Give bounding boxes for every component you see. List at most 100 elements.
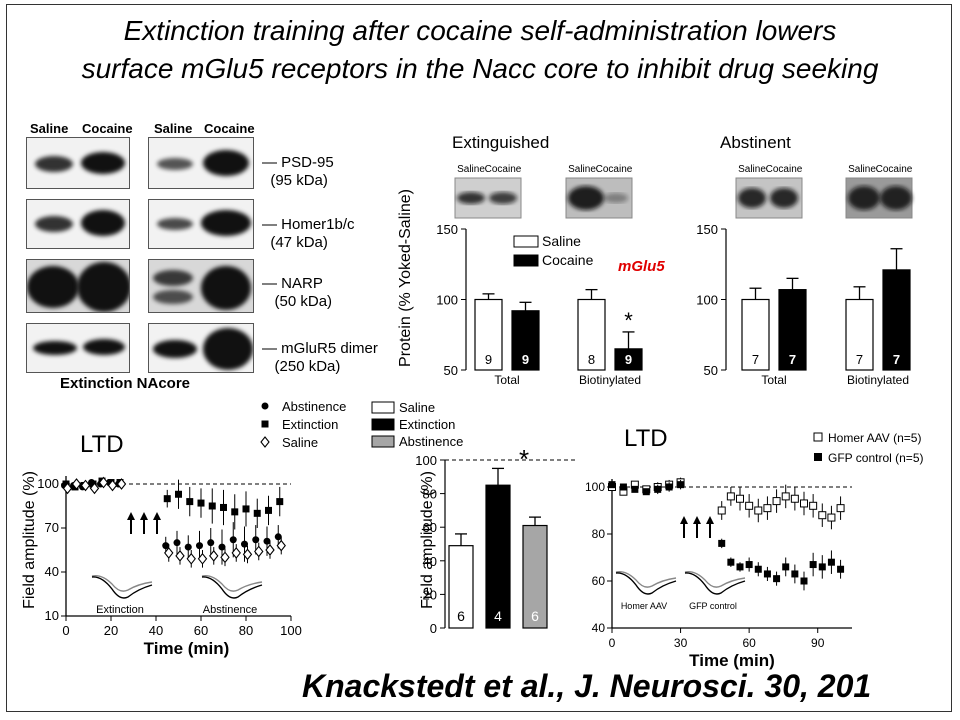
stim-arrow-head	[693, 516, 701, 524]
inset-label: Extinction	[96, 604, 144, 616]
protein-label-homer: — Homer1b/c (47 kDa)	[262, 216, 355, 251]
point-2	[71, 478, 82, 490]
blot-cocaine-label: Cocaine	[876, 164, 913, 175]
point-0	[836, 504, 845, 513]
blot-band	[880, 186, 912, 210]
point-1	[631, 485, 639, 493]
y-tick-label: 60	[592, 574, 606, 588]
point-1	[163, 495, 171, 503]
x-category-label: Biotinylated	[847, 373, 909, 387]
point-1	[791, 570, 799, 578]
stim-arrow-head	[680, 516, 688, 524]
blot-mglur5-left	[26, 323, 130, 373]
citation: Knackstedt et al., J. Neurosci. 30, 201	[302, 668, 872, 704]
point-0	[736, 494, 744, 503]
point-1	[727, 558, 735, 566]
legend-label-homer: Homer AAV (n=5)	[828, 431, 921, 445]
point-1	[818, 563, 826, 571]
blot-psd95-right	[148, 137, 254, 189]
point-2	[265, 544, 275, 556]
significance-star: *	[519, 444, 529, 474]
y-tick-label: 80	[592, 527, 606, 541]
bar-cocaine	[511, 310, 540, 371]
chart-title: Abstinent	[720, 133, 791, 152]
point-0	[809, 501, 818, 510]
point-0	[207, 539, 215, 547]
blot-left-saline-label: Saline	[30, 121, 69, 136]
significance-star: *	[624, 308, 633, 333]
x-axis-label: Time (min)	[689, 651, 775, 670]
point-0	[781, 492, 790, 501]
point-0	[827, 513, 836, 522]
point-1	[800, 577, 808, 585]
point-0	[726, 492, 735, 501]
point-1	[220, 503, 227, 511]
legend-marker	[261, 420, 269, 428]
legend-swatch	[371, 418, 395, 431]
bar-saline	[845, 298, 874, 371]
n-label: 9	[625, 352, 632, 367]
blot-cocaine-label: Cocaine	[766, 164, 803, 175]
x-tick-label: 60	[742, 636, 756, 650]
blot-saline-label: Saline	[738, 164, 766, 175]
n-label: 9	[522, 352, 529, 367]
chart-title: Extinguished	[452, 133, 549, 152]
y-tick-label: 150	[696, 222, 718, 237]
blot-psd95-left	[26, 137, 130, 189]
protein-label-mglur5: — mGluR5 dimer (250 kDa)	[262, 340, 378, 375]
point-2	[197, 552, 208, 565]
n-label: 6	[457, 608, 465, 624]
point-1	[265, 506, 272, 514]
point-1	[276, 498, 284, 506]
inset-trace-black	[684, 572, 746, 595]
blot-band	[457, 192, 485, 204]
point-1	[677, 481, 685, 489]
point-1	[782, 563, 790, 571]
x-category-label: Total	[761, 373, 786, 387]
point-0	[717, 506, 726, 515]
x-tick-label: 60	[194, 623, 208, 638]
x-tick-label: 90	[811, 636, 825, 650]
blot-narp-right	[148, 259, 254, 313]
point-1	[186, 498, 194, 506]
protein-label-psd95: — PSD-95 (95 kDa)	[262, 154, 334, 189]
legend-label: Abstinence	[282, 399, 346, 414]
point-2	[89, 482, 100, 495]
stim-arrow-head	[127, 512, 135, 520]
point-1	[62, 480, 70, 488]
point-2	[80, 479, 91, 492]
point-2	[116, 478, 127, 490]
point-1	[745, 561, 753, 569]
y-axis-label: Protein (% Yoked-Saline)	[397, 189, 414, 367]
point-1	[837, 565, 845, 573]
n-label: 6	[531, 608, 539, 624]
point-2	[276, 539, 286, 552]
point-1	[827, 558, 835, 566]
y-tick-label: 100	[415, 453, 437, 468]
y-tick-label: 10	[45, 608, 59, 623]
blot-cocaine-label: Cocaine	[485, 164, 522, 175]
point-1	[197, 499, 205, 507]
bar-cocaine	[882, 269, 911, 371]
point-0	[162, 542, 170, 550]
point-0	[184, 543, 192, 551]
chart-title: LTD	[624, 425, 668, 452]
point-2	[164, 547, 174, 559]
point-1	[608, 481, 616, 489]
legend-marker-homer	[813, 432, 823, 442]
point-1	[208, 502, 216, 510]
point-0	[252, 536, 260, 544]
inset-trace-black	[201, 576, 263, 599]
y-tick-label: 100	[37, 476, 59, 491]
point-0	[241, 540, 248, 548]
blot-band	[604, 193, 628, 203]
x-tick-label: 20	[104, 623, 118, 638]
point-1	[242, 505, 250, 513]
y-tick-label: 40	[45, 564, 59, 579]
n-label: 9	[485, 352, 492, 367]
point-1	[754, 565, 762, 573]
x-axis-label: Time (min)	[144, 639, 230, 658]
mglu5-annotation: mGlu5	[618, 258, 665, 275]
inset-trace-gray	[684, 570, 746, 588]
